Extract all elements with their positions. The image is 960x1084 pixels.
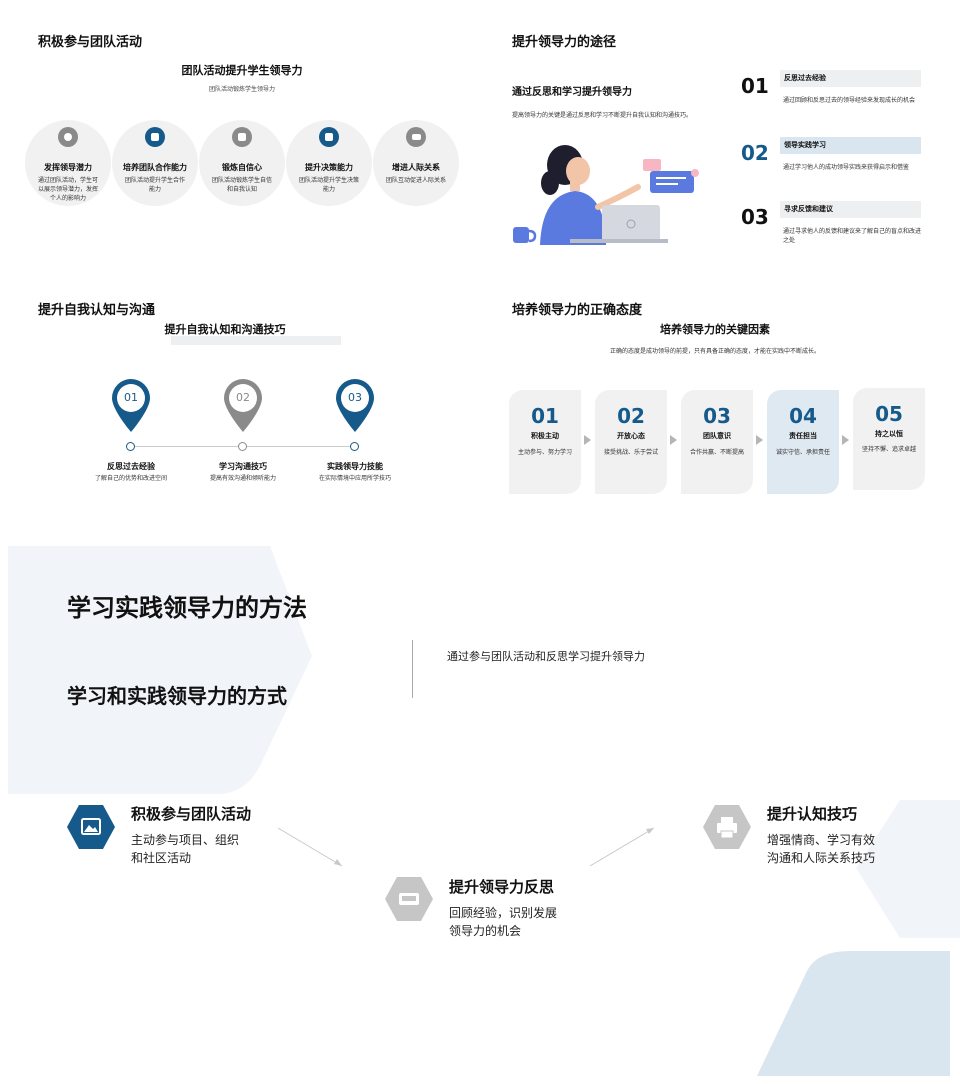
activity-desc: 通过团队活动，学生可以展示领导潜力，发挥个人的影响力 xyxy=(37,177,98,202)
pin-number: 03 xyxy=(348,391,362,404)
card-title: 责任担当 xyxy=(789,432,817,440)
step-title: 寻求反馈和建议 xyxy=(780,201,921,218)
method-title: 提升认知技巧 xyxy=(767,805,858,823)
method-desc: 回顾经验，识别发展 xyxy=(449,906,558,920)
attitude-card xyxy=(509,390,581,494)
map-pin-icon xyxy=(336,379,374,432)
method-desc: 增强情商、学习有效 xyxy=(767,833,876,847)
pin-title: 实践领导力技能 xyxy=(327,462,383,471)
method-desc: 领导力的机会 xyxy=(449,924,522,938)
pin-number: 02 xyxy=(236,391,250,404)
vertical-divider xyxy=(412,640,413,698)
chat-icon xyxy=(406,127,426,147)
activity-title: 增进人际关系 xyxy=(392,163,440,172)
pin-number: 01 xyxy=(124,391,138,404)
pin-desc: 了解自己的优势和改进空间 xyxy=(94,475,167,482)
chevron-right-icon xyxy=(670,435,677,445)
slide5-title: 学习实践领导力的方法 xyxy=(67,594,307,622)
card-desc: 合作共赢、不断提高 xyxy=(689,449,744,456)
slide1-heading: 积极参与团队活动 xyxy=(38,35,143,50)
card-title: 持之以恒 xyxy=(875,430,903,438)
slide1-subtitle: 团队活动锻炼学生领导力 xyxy=(208,86,275,93)
background-shapes xyxy=(8,546,960,1076)
card-number: 01 xyxy=(531,404,559,428)
card-title: 积极主动 xyxy=(531,432,559,440)
step-number: 03 xyxy=(741,205,769,229)
slide2-desc: 提高领导力的关键是通过反思和学习不断提升自我认知和沟通技巧。 xyxy=(512,112,693,119)
image-icon xyxy=(67,805,115,849)
card-number: 02 xyxy=(617,404,645,428)
activity-desc: 团队活动锻炼学生自信和自我认知 xyxy=(211,177,272,193)
timeline-dot xyxy=(126,442,135,451)
woman-laptop-illustration xyxy=(513,145,699,245)
method-title: 提升领导力反思 xyxy=(449,878,555,896)
card-desc: 坚持不懈、追求卓越 xyxy=(861,446,916,453)
pin-title: 反思过去经验 xyxy=(107,462,155,471)
image-icon xyxy=(145,127,165,147)
step-number: 01 xyxy=(741,74,769,98)
attitude-card xyxy=(681,390,753,494)
attitude-card xyxy=(595,390,667,494)
slide4-subtitle: 正确的态度是成功领导的前提，只有具备正确的态度，才能在实践中不断成长。 xyxy=(609,348,820,355)
attitude-card xyxy=(767,390,839,494)
slide5-subtitle: 学习和实践领导力的方式 xyxy=(67,684,287,708)
method-desc: 主动参与项目、组织 xyxy=(131,833,240,847)
step-desc: 通过学习他人的成功领导实践来获得启示和借鉴 xyxy=(783,164,910,171)
card-number: 04 xyxy=(789,404,817,428)
slide1-title: 团队活动提升学生领导力 xyxy=(181,64,303,77)
pin-desc: 提高有效沟通和倾听能力 xyxy=(209,475,276,482)
step-title: 反思过去经验 xyxy=(780,70,921,87)
slide5-desc: 通过参与团队活动和反思学习提升领导力 xyxy=(447,650,645,663)
slide2-heading: 提升领导力的途径 xyxy=(512,35,617,50)
card-desc: 诚实守信、承担责任 xyxy=(775,449,830,456)
slide3-title: 提升自我认知和沟通技巧 xyxy=(164,323,286,336)
sofa-icon xyxy=(385,877,433,921)
chevron-right-icon xyxy=(584,435,591,445)
title-underline xyxy=(171,336,341,345)
map-pin-icon xyxy=(224,379,262,432)
card-title: 开放心态 xyxy=(617,432,645,440)
timeline-dot xyxy=(350,442,359,451)
slide3-heading: 提升自我认知与沟通 xyxy=(38,303,156,318)
card-number: 03 xyxy=(703,404,731,428)
step-desc: 通过回顾和反思过去的领导经验来发现成长的机会 xyxy=(783,97,916,104)
activity-desc: 团队活动提升学生决策能力 xyxy=(298,177,359,193)
activity-title: 提升决策能力 xyxy=(305,163,353,172)
chevron-right-icon xyxy=(842,435,849,445)
slide2-subtitle: 通过反思和学习提升领导力 xyxy=(512,87,632,98)
method-desc: 和社区活动 xyxy=(131,851,192,865)
activity-desc: 团队活动提升学生合作能力 xyxy=(124,177,185,193)
step-number: 02 xyxy=(741,141,769,165)
card-desc: 主动参与、努力学习 xyxy=(517,449,572,456)
printer-icon xyxy=(319,127,339,147)
activity-desc: 团队互动促进人际关系 xyxy=(385,177,446,184)
step-title: 领导实践学习 xyxy=(780,137,921,154)
printer-icon xyxy=(703,805,751,849)
pin-title: 学习沟通技巧 xyxy=(219,462,267,471)
activity-title: 培养团队合作能力 xyxy=(123,163,187,172)
record-icon xyxy=(58,127,78,147)
attitude-card xyxy=(853,388,925,490)
slide4-heading: 培养领导力的正确态度 xyxy=(512,303,643,318)
activity-title: 锻炼自信心 xyxy=(222,163,262,172)
map-pin-icon xyxy=(112,379,150,432)
method-title: 积极参与团队活动 xyxy=(131,805,252,823)
timeline-dot xyxy=(238,442,247,451)
briefcase-icon xyxy=(232,127,252,147)
slide4-title: 培养领导力的关键因素 xyxy=(660,323,770,336)
card-desc: 接受挑战、乐于尝试 xyxy=(603,449,658,456)
pin-desc: 在实际情境中应用所学技巧 xyxy=(318,475,391,482)
activity-title: 发挥领导潜力 xyxy=(44,163,92,172)
chevron-right-icon xyxy=(756,435,763,445)
card-number: 05 xyxy=(875,402,903,426)
card-title: 团队意识 xyxy=(703,432,731,440)
method-desc: 沟通和人际关系技巧 xyxy=(767,851,876,865)
step-desc: 通过寻求他人的反馈和建议来了解自己的盲点和改进之处 xyxy=(783,228,922,244)
